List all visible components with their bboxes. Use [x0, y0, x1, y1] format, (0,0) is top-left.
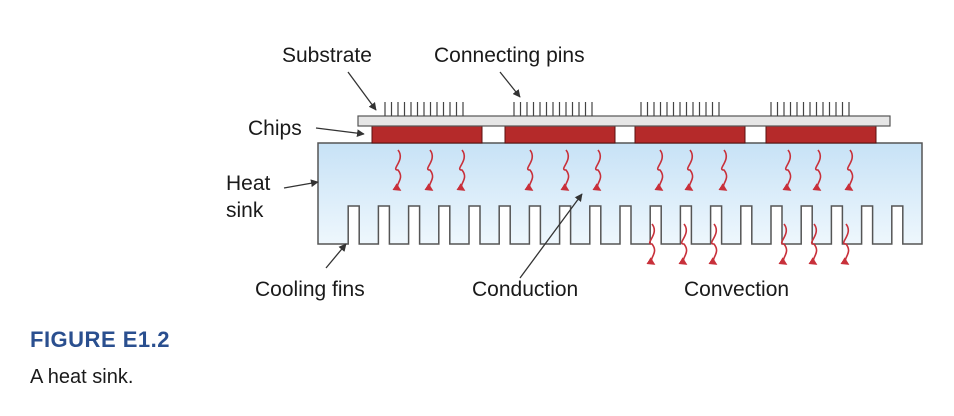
chip-4: [765, 125, 877, 144]
chips-label: Chips: [248, 117, 302, 140]
connecting-pins-leader: [499, 71, 521, 98]
connecting-pins-group: [384, 102, 850, 116]
sink-label: sink: [226, 199, 264, 222]
substrate-leader: [347, 71, 377, 111]
heat-sink-body: [317, 142, 923, 245]
conduction-leader: [519, 193, 583, 279]
conduction-heat-arrow: [812, 149, 822, 191]
conduction-label: Conduction: [472, 278, 578, 301]
conduction-heat-arrow: [684, 149, 694, 191]
heat-sink-leader: [283, 179, 319, 189]
conduction-heat-arrow: [718, 149, 728, 191]
substrate-board: [357, 115, 891, 127]
convection-heat-arrow: [808, 223, 818, 265]
heat-flow-arrows: [392, 149, 854, 265]
figure-number: FIGURE E1.2: [30, 327, 170, 352]
substrate-label: Substrate: [282, 44, 372, 67]
conduction-heat-arrow: [424, 149, 434, 191]
convection-heat-arrow: [708, 223, 718, 265]
heat-label: Heat: [226, 172, 271, 195]
conduction-heat-arrow: [654, 149, 664, 191]
conduction-heat-arrow: [592, 149, 602, 191]
chip-3: [634, 125, 746, 144]
convection-heat-arrow: [678, 223, 688, 265]
convection-heat-arrow: [778, 223, 788, 265]
chip-2: [504, 125, 616, 144]
chips-group: [371, 125, 877, 144]
chip-1: [371, 125, 483, 144]
figure-caption: A heat sink.: [30, 366, 134, 388]
convection-heat-arrow: [646, 223, 656, 265]
cooling-fins-label: Cooling fins: [255, 278, 365, 301]
conduction-heat-arrow: [524, 149, 534, 191]
convection-label: Convection: [684, 278, 789, 301]
connecting-pins-label: Connecting pins: [434, 44, 585, 67]
conduction-heat-arrow: [456, 149, 466, 191]
convection-heat-arrow: [840, 223, 850, 265]
conduction-heat-arrow: [392, 149, 402, 191]
conduction-heat-arrow: [782, 149, 792, 191]
conduction-heat-arrow: [560, 149, 570, 191]
chips-leader: [315, 127, 365, 137]
conduction-heat-arrow: [844, 149, 854, 191]
cooling-fins-leader: [325, 243, 347, 269]
